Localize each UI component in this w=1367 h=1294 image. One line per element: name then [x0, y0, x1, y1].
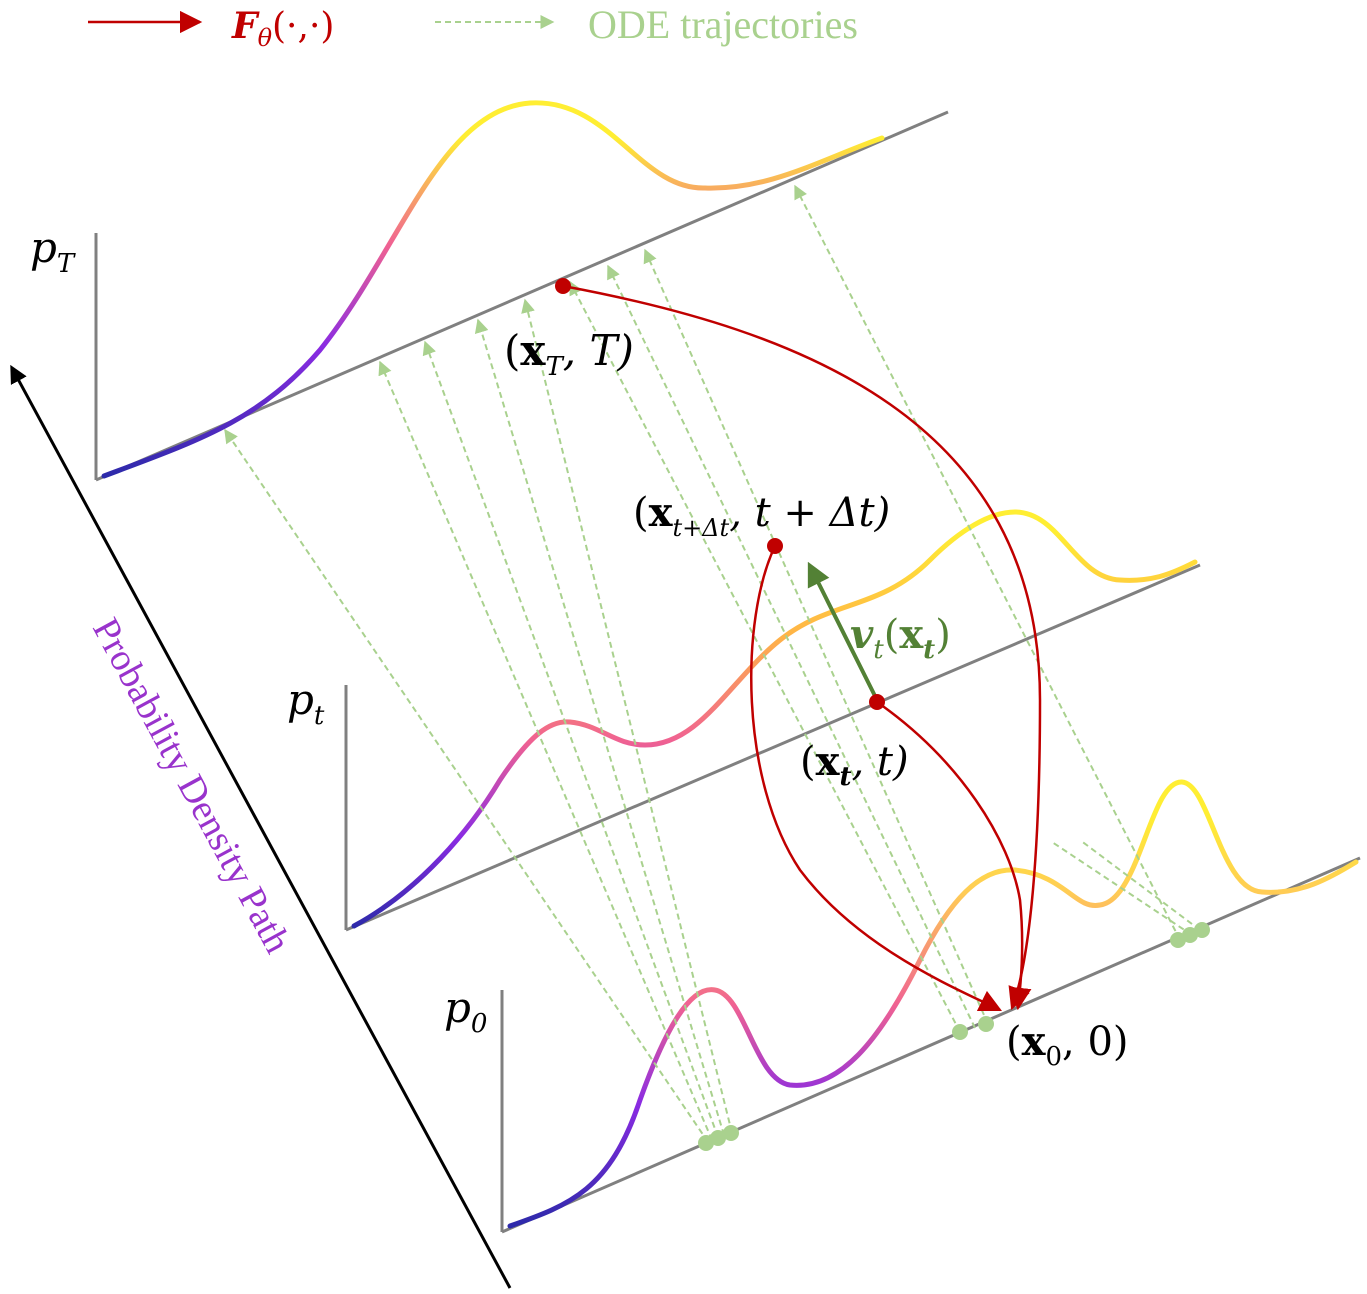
point-xT — [555, 278, 571, 294]
network-mappings — [562, 284, 1042, 1012]
ode-trajectory — [521, 298, 733, 1134]
label-xtdt: (xt+Δt, t + Δt) — [633, 489, 890, 542]
sample-point — [1182, 927, 1198, 943]
path-direction-arrow — [10, 364, 512, 1289]
ode-sample-points — [698, 922, 1210, 1151]
label-x0: (x0, 0) — [1006, 1018, 1129, 1072]
legend: Fθ(·,·) ODE trajectories — [88, 2, 858, 52]
sample-point — [1170, 932, 1186, 948]
label-xt: (xt, t) — [800, 738, 909, 792]
ode-trajectory — [378, 360, 713, 1141]
ode-trajectories — [224, 184, 1201, 1143]
panel-t: pt — [287, 509, 1201, 932]
point-xtdt — [767, 538, 783, 554]
ode-trajectory — [474, 318, 725, 1136]
point-xt — [869, 694, 885, 710]
sample-point — [978, 1016, 994, 1032]
sample-point — [723, 1125, 739, 1141]
ode-trajectory — [569, 280, 961, 1033]
ode-trajectory — [1079, 839, 1201, 931]
sample-point — [710, 1130, 726, 1146]
ode-trajectory — [1051, 841, 1193, 936]
ode-trajectory — [224, 428, 709, 1143]
panel-T-density-curve — [101, 100, 885, 479]
velocity-arrow — [807, 561, 879, 701]
mapping-xt-to-x0 — [876, 700, 1032, 1011]
sample-point — [952, 1024, 968, 1040]
legend-network-label: Fθ(·,·) — [231, 5, 334, 52]
ode-trajectory — [794, 184, 1181, 941]
ode-trajectory — [607, 264, 976, 1029]
path-label: Probability Density Path — [84, 611, 299, 960]
mapping-xtdt-to-x0 — [750, 545, 1003, 1012]
panel-T-axis-label: pT — [30, 223, 76, 279]
panel-0-xaxis — [501, 856, 1361, 1234]
panel-T: pT — [30, 100, 949, 482]
sample-point — [1194, 922, 1210, 938]
mapping-xT-to-x0 — [562, 284, 1042, 1011]
panel-0: p0 — [444, 779, 1361, 1234]
ode-trajectory — [422, 340, 719, 1138]
label-velocity: vt(xt) — [850, 611, 951, 665]
label-xT: (xT, T) — [504, 326, 634, 382]
sample-point — [698, 1135, 714, 1151]
ode-trajectory — [643, 248, 989, 1025]
panel-0-density-curve — [507, 779, 1359, 1229]
panel-t-axis-label: pt — [287, 675, 325, 731]
legend-ode-label: ODE trajectories — [588, 2, 858, 47]
panel-0-axis-label: p0 — [444, 983, 487, 1039]
panel-t-density-curve — [351, 509, 1198, 929]
panel-t-xaxis — [345, 563, 1201, 932]
